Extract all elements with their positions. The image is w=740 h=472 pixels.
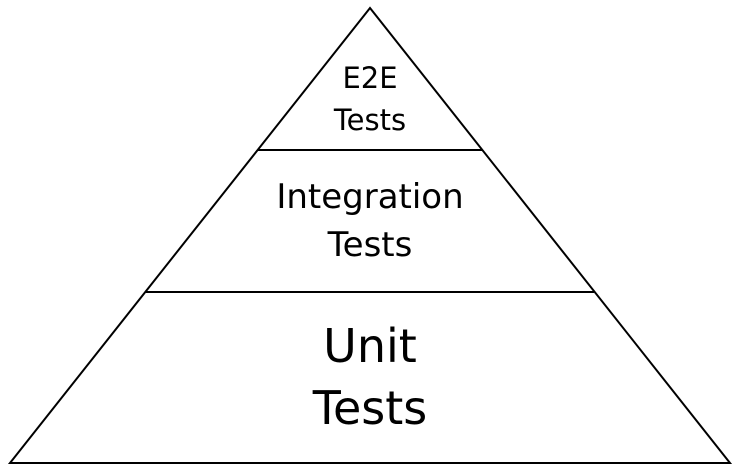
level-integration-line2: Tests: [327, 225, 413, 265]
level-e2e: E2E Tests: [333, 61, 406, 137]
level-integration: Integration Tests: [276, 177, 463, 265]
level-e2e-line2: Tests: [333, 103, 406, 137]
level-unit-line2: Tests: [312, 381, 428, 435]
pyramid-outline: [7, 6, 733, 464]
level-e2e-line1: E2E: [342, 61, 397, 95]
level-integration-line1: Integration: [276, 177, 463, 217]
level-unit-line1: Unit: [323, 319, 417, 373]
level-unit: Unit Tests: [312, 319, 428, 435]
